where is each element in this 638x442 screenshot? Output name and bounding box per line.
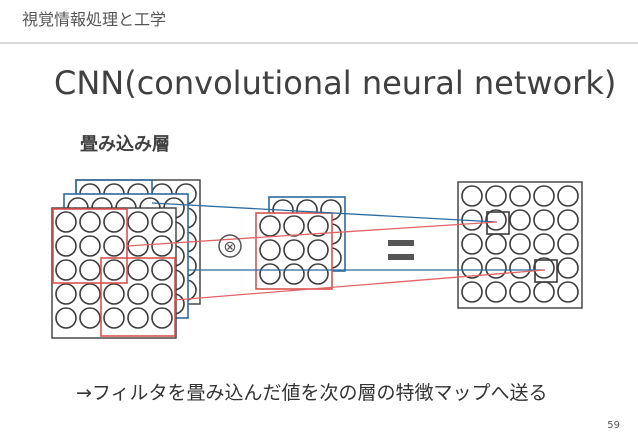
grid-cell [259, 239, 281, 261]
grid-cell [79, 211, 101, 233]
grid-cell [307, 263, 329, 285]
grid-cell [557, 185, 579, 207]
grid-cell [55, 235, 77, 257]
grid-cell [259, 215, 281, 237]
grid-cell [55, 307, 77, 329]
filter-stack [255, 196, 346, 290]
grid-cell [557, 209, 579, 231]
connector-red-2 [174, 269, 546, 301]
grid-cell [307, 215, 329, 237]
grid-cell [485, 185, 507, 207]
grid-cell [103, 283, 125, 305]
header-divider [0, 42, 638, 44]
grid-cell [151, 235, 173, 257]
equals-bar-bottom [388, 254, 414, 260]
convolution-operator: ⊗ [218, 234, 242, 258]
grid-cell [79, 283, 101, 305]
section-label: 畳み込み層 [80, 134, 170, 155]
grid-cell [307, 239, 329, 261]
grid-cell [533, 185, 555, 207]
grid-cell [533, 281, 555, 303]
grid-cell [103, 259, 125, 281]
grid-cell [103, 235, 125, 257]
header-title: 視覚情報処理と工学 [22, 10, 167, 29]
grid-cell [103, 211, 125, 233]
input-layer-front-cells [55, 211, 173, 329]
grid-cell [461, 281, 483, 303]
grid-cell [127, 211, 149, 233]
output-map-cells [461, 185, 579, 303]
grid-cell [557, 257, 579, 279]
grid-cell [509, 233, 531, 255]
grid-cell [461, 185, 483, 207]
grid-cell [283, 263, 305, 285]
grid-cell [509, 209, 531, 231]
page-number: 59 [607, 420, 620, 431]
grid-cell [557, 233, 579, 255]
convolution-operator-symbol: ⊗ [223, 237, 236, 256]
grid-cell [55, 283, 77, 305]
grid-cell [127, 259, 149, 281]
grid-cell [533, 233, 555, 255]
grid-cell [79, 235, 101, 257]
input-window-red-2 [100, 257, 176, 337]
grid-cell [509, 185, 531, 207]
grid-cell [283, 239, 305, 261]
slide-caption: →フィルタを畳み込んだ値を次の層の特徴マップへ送る [76, 382, 548, 404]
grid-cell [127, 283, 149, 305]
grid-cell [557, 281, 579, 303]
grid-cell [151, 307, 173, 329]
grid-cell [127, 307, 149, 329]
grid-cell [103, 307, 125, 329]
grid-cell [151, 259, 173, 281]
grid-cell [509, 257, 531, 279]
grid-cell [485, 281, 507, 303]
grid-cell [259, 263, 281, 285]
slide-header: 視覚情報処理と工学 [0, 0, 638, 46]
grid-cell [485, 209, 507, 231]
grid-cell [509, 281, 531, 303]
grid-cell [485, 233, 507, 255]
convolution-operator-circle [218, 234, 242, 258]
connector-blue-1 [151, 202, 498, 223]
slide-title: CNN(convolutional neural network) [54, 64, 617, 102]
equals-bar-top [388, 240, 414, 246]
grid-cell [533, 209, 555, 231]
grid-cell [151, 283, 173, 305]
input-feature-maps [51, 179, 201, 339]
grid-cell [461, 233, 483, 255]
grid-cell [79, 307, 101, 329]
grid-cell [533, 257, 555, 279]
grid-cell [55, 211, 77, 233]
equals-operator [388, 240, 414, 260]
connector-red-1 [126, 221, 498, 247]
grid-cell [55, 259, 77, 281]
grid-cell [283, 215, 305, 237]
grid-cell [151, 211, 173, 233]
grid-cell [79, 259, 101, 281]
filter-layer-front-cells [259, 215, 329, 285]
output-feature-map [457, 181, 583, 309]
connector-lines [126, 202, 546, 301]
grid-cell [461, 257, 483, 279]
